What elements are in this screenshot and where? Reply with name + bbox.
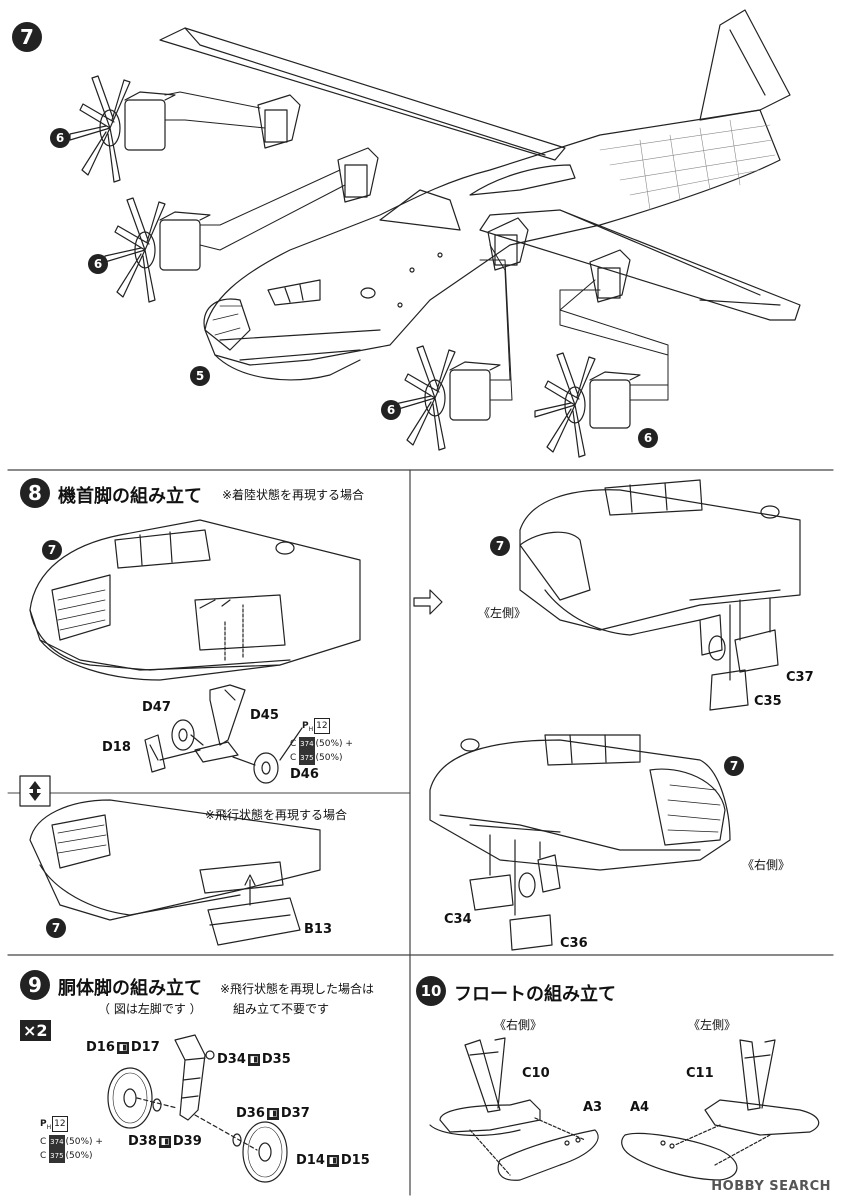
paint-code-374: 374	[49, 1134, 65, 1149]
label-a4: A4	[630, 1100, 650, 1115]
ph-number: 12	[52, 1116, 68, 1132]
label-d45: D45	[250, 708, 279, 723]
label-d34: D34	[217, 1052, 246, 1067]
paint-ratio-1: (50%) +	[315, 738, 353, 749]
label-d38: D38	[128, 1134, 157, 1149]
paint-ratio-2: (50%)	[315, 752, 343, 763]
label-d14-d15: D14◧D15	[296, 1153, 370, 1168]
label-d15: D15	[340, 1153, 370, 1168]
label-c11: C11	[686, 1066, 714, 1081]
c-prefix-2: C	[290, 752, 297, 763]
multiplier-badge: ×2	[20, 1020, 51, 1041]
label-d16-d17: D16◧D17	[86, 1040, 160, 1055]
pair-icon: ◧	[247, 1053, 260, 1066]
paint-ratio-1: (50%) +	[65, 1136, 103, 1147]
step-8-left-side-label: 《左側》	[478, 606, 527, 620]
watermark: HOBBY SEARCH	[711, 1179, 831, 1194]
label-c34: C34	[444, 912, 472, 927]
ph-label: P	[302, 721, 309, 731]
ph-sub: H	[308, 725, 314, 733]
part-ref-6-b: 6	[88, 254, 108, 274]
label-c35: C35	[754, 694, 782, 709]
step-8-ref-7-d: 7	[724, 756, 744, 776]
c-prefix-1: C	[290, 738, 297, 749]
c-prefix-2: C	[40, 1150, 47, 1161]
part-ref-5: 5	[190, 366, 210, 386]
step-8-ref-7-a: 7	[42, 540, 62, 560]
step-8-number: 8	[20, 478, 50, 508]
label-c10: C10	[522, 1066, 550, 1081]
part-ref-6-d: 6	[638, 428, 658, 448]
step-10-right-side-label: 《右側》	[494, 1018, 543, 1032]
label-c36: C36	[560, 936, 588, 951]
label-d18: D18	[102, 740, 131, 755]
paint-ratio-2: (50%)	[65, 1150, 93, 1161]
step-9-note-line2: 組み立て不要です	[233, 1002, 330, 1016]
label-d38-d39: D38◧D39	[128, 1134, 202, 1149]
label-d14: D14	[296, 1153, 325, 1168]
step-9-note-line1: ※飛行状態を再現した場合は	[220, 982, 375, 996]
ph-label: P	[40, 1119, 47, 1129]
label-d17: D17	[130, 1040, 160, 1055]
label-d47: D47	[142, 700, 171, 715]
step-9-title: 胴体脚の組み立て	[58, 978, 202, 999]
pair-icon: ◧	[266, 1107, 279, 1120]
label-d36-d37: D36◧D37	[236, 1106, 310, 1121]
label-a3: A3	[583, 1100, 603, 1115]
label-d46: D46	[290, 767, 319, 782]
step-10-number: 10	[416, 976, 446, 1006]
step-9-number: 9	[20, 970, 50, 1000]
pair-icon: ◧	[326, 1154, 339, 1167]
label-d37: D37	[280, 1106, 310, 1121]
step-8-title: 機首脚の組み立て	[58, 486, 202, 507]
label-c37: C37	[786, 670, 814, 685]
paint-code-375: 375	[49, 1148, 65, 1163]
paint-code-375: 375	[299, 750, 315, 765]
part-ref-6-c: 6	[381, 400, 401, 420]
label-d16: D16	[86, 1040, 115, 1055]
step-8-ref-7-c: 7	[490, 536, 510, 556]
label-b13: B13	[304, 922, 332, 937]
ph-number: 12	[314, 718, 330, 734]
ph-sub: H	[46, 1123, 52, 1131]
c-prefix-1: C	[40, 1136, 47, 1147]
label-d35: D35	[261, 1052, 291, 1067]
part-ref-6-a: 6	[50, 128, 70, 148]
label-d36: D36	[236, 1106, 265, 1121]
pair-icon: ◧	[116, 1041, 129, 1054]
pair-icon: ◧	[158, 1135, 171, 1148]
step-10-title: フロートの組み立て	[454, 984, 616, 1005]
step-9-subtitle: （ 図は左脚です ）	[98, 1002, 202, 1016]
step-8-ref-7-b: 7	[46, 918, 66, 938]
step-8-right-side-label: 《右側》	[742, 858, 791, 872]
step-7-number: 7	[12, 22, 42, 52]
paint-code-374: 374	[299, 736, 315, 751]
step-8-landing-note: ※着陸状態を再現する場合	[222, 488, 365, 502]
step-10-left-side-label: 《左側》	[688, 1018, 737, 1032]
step-8-flight-note: ※飛行状態を再現する場合	[205, 808, 348, 822]
label-d34-d35: D34◧D35	[217, 1052, 291, 1067]
label-d39: D39	[172, 1134, 202, 1149]
